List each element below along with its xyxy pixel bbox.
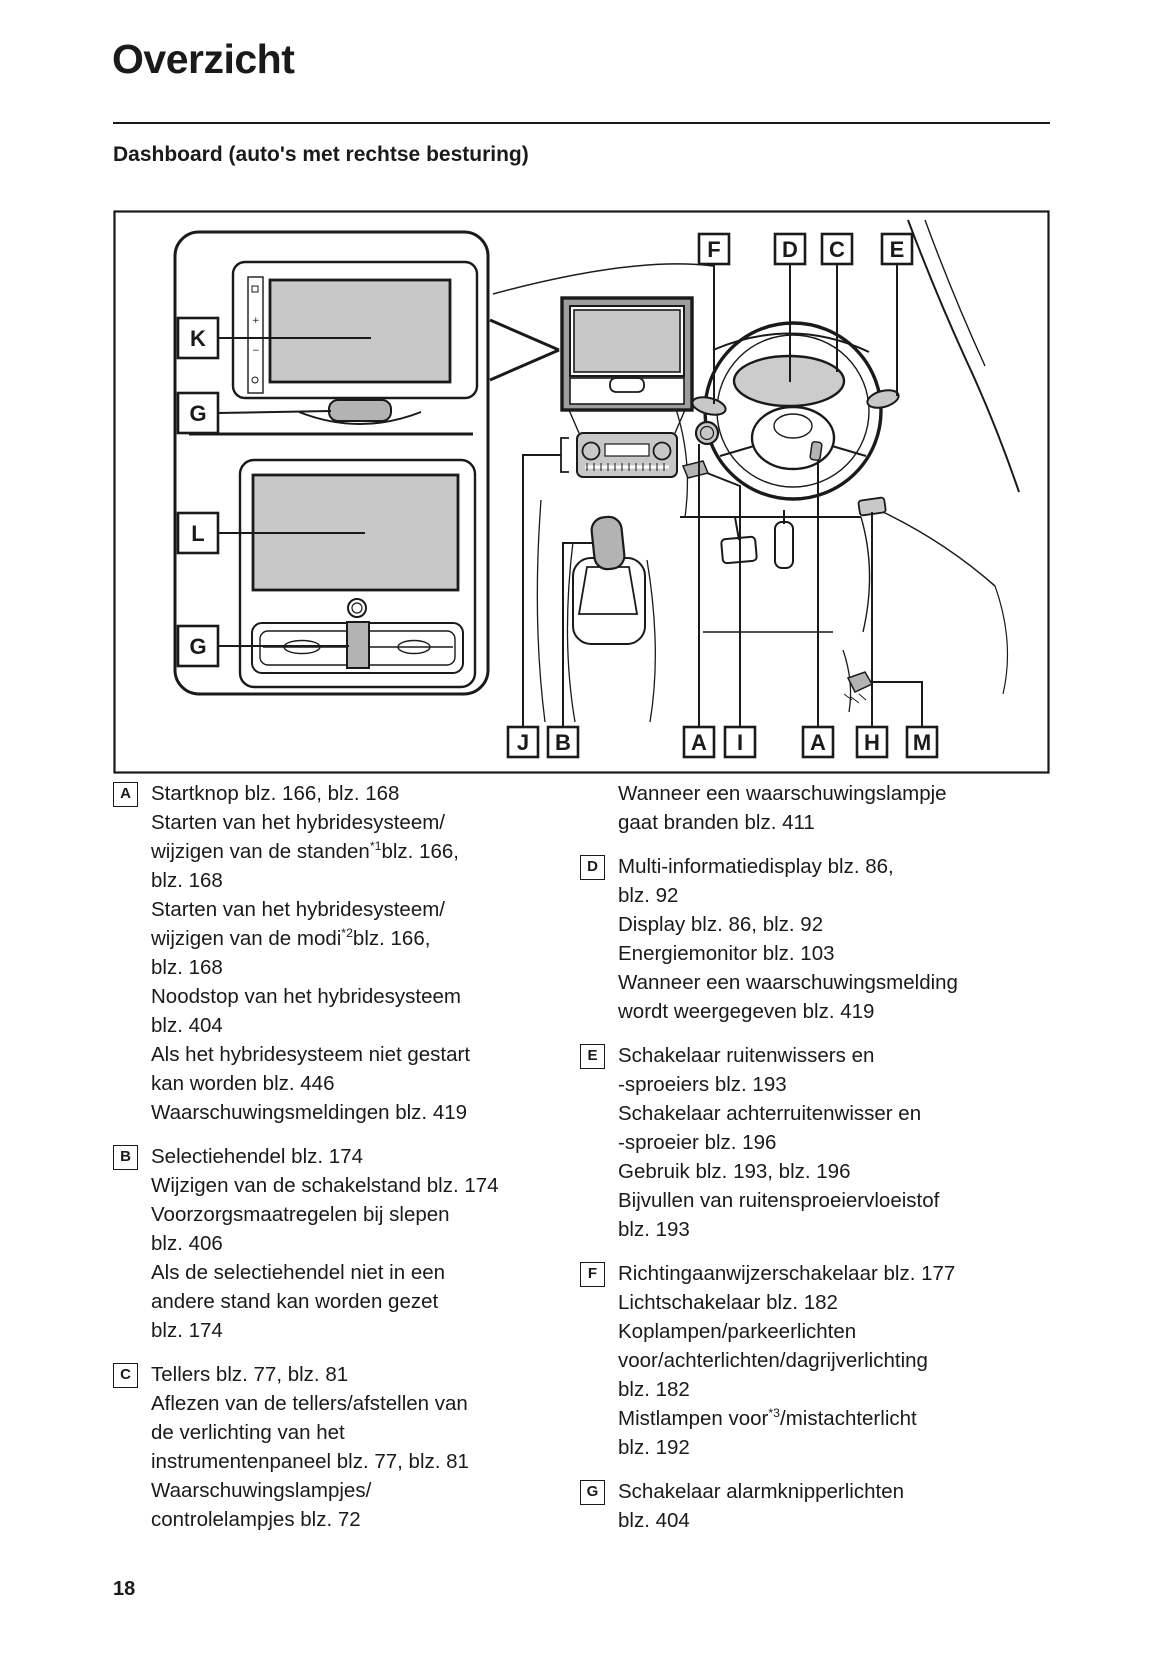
- legend-item: D Multi-informatiedisplay blz. 86,blz. 92…: [580, 852, 1050, 1026]
- callout-J: J: [517, 730, 529, 755]
- wiper-stalk: [866, 389, 900, 409]
- callout-L: L: [191, 521, 204, 546]
- callout-H: H: [864, 730, 880, 755]
- callout-I: I: [737, 730, 743, 755]
- inset-panel: + −: [173, 230, 490, 696]
- legend-item-badge: C: [113, 1363, 138, 1388]
- legend-item-badge: A: [113, 782, 138, 807]
- bottom-callouts: J B A I A H M: [506, 444, 939, 759]
- callout-G2: G: [189, 634, 206, 659]
- minus-mark: −: [252, 346, 260, 356]
- multimedia-screen: + −: [231, 260, 479, 425]
- horizontal-rule: [113, 122, 1050, 124]
- zoom-arrow: [489, 318, 560, 382]
- legend-item: E Schakelaar ruitenwissers en-sproeiers b…: [580, 1041, 1050, 1244]
- start-button: [694, 420, 720, 446]
- legend-item-badge: E: [580, 1044, 605, 1069]
- turn-signal-stalk: [691, 396, 727, 416]
- section-heading: Dashboard (auto's met rechtse besturing): [113, 143, 529, 166]
- climate-control-panel: [560, 432, 678, 478]
- callout-D: D: [782, 237, 798, 262]
- gear-shifter: [572, 515, 646, 645]
- callout-A1: A: [691, 730, 707, 755]
- callout-E: E: [890, 237, 905, 262]
- legend-item-text: Schakelaar ruitenwissers en-sproeiers bl…: [618, 1044, 940, 1241]
- plus-mark: +: [252, 316, 260, 326]
- dashboard-contours: [492, 219, 1020, 723]
- callout-B: B: [555, 730, 571, 755]
- callout-M: M: [913, 730, 931, 755]
- column-switch: [809, 441, 823, 461]
- dash-switch: [857, 496, 887, 517]
- center-display: [560, 296, 694, 434]
- top-callouts: F D C E: [697, 232, 914, 404]
- hazard-switch: [346, 621, 370, 669]
- callout-C: C: [829, 237, 845, 262]
- legend-item-badge: F: [580, 1262, 605, 1287]
- legend-item-badge: G: [580, 1480, 605, 1505]
- inset-callouts: K G L G: [176, 316, 371, 668]
- hazard-button: [328, 399, 392, 422]
- page-number: 18: [113, 1578, 136, 1600]
- dashboard-diagram: + −: [113, 210, 1050, 775]
- legend-item-badge: B: [113, 1145, 138, 1170]
- legend-item-badge: D: [580, 855, 605, 880]
- callout-F: F: [707, 237, 720, 262]
- page-title: Overzicht: [112, 36, 295, 82]
- callout-G1: G: [189, 401, 206, 426]
- callout-A2: A: [810, 730, 826, 755]
- callout-K: K: [190, 326, 206, 351]
